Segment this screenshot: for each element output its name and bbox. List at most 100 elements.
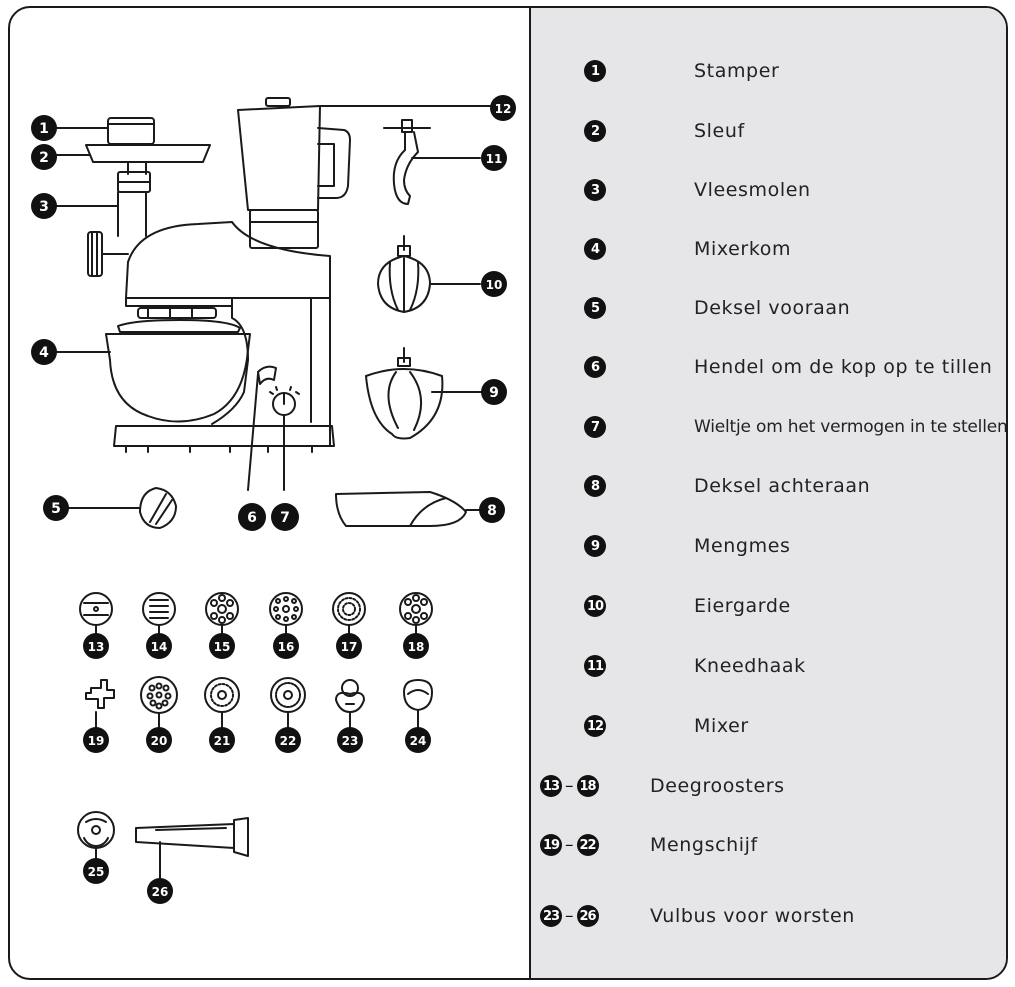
- legend-label: Mixer: [694, 715, 749, 737]
- callout-number: 6: [247, 510, 257, 526]
- legend-label: Deegroosters: [650, 775, 785, 797]
- callout-number: 4: [39, 345, 49, 361]
- callout-number: 3: [39, 199, 49, 215]
- diagram-callouts: 1 2 3 4 5 6 7 8 9 10 11 12 13 14 15 16 1…: [31, 95, 516, 904]
- legend-row-3: 3 Vleesmolen: [530, 173, 811, 207]
- callout-badge: 6: [238, 503, 266, 531]
- legend-row-14: 19 – 22 Mengschijf: [530, 828, 758, 862]
- callout-badge: 12: [490, 95, 516, 121]
- legend-number-start: 19: [540, 834, 562, 856]
- legend-label: Mengmes: [694, 535, 791, 557]
- legend-row-6: 6 Hendel om de kop op te tillen: [530, 350, 992, 384]
- front-cover-drawing: [139, 487, 177, 529]
- callout-badge: 10: [481, 271, 507, 297]
- legend-number: 7: [584, 416, 606, 438]
- legend-number-start: 13: [540, 775, 562, 797]
- callout-badge: 3: [31, 193, 57, 219]
- callout-badge: 14: [146, 633, 172, 659]
- callout-badge: 13: [83, 633, 109, 659]
- callout-badge: 19: [83, 727, 109, 753]
- legend-number: 2: [584, 120, 606, 142]
- callout-number: 20: [151, 734, 168, 748]
- callout-number: 2: [39, 150, 49, 166]
- rear-cover-drawing: [335, 491, 467, 527]
- legend-number-end: 18: [576, 775, 599, 797]
- legend-label: Stamper: [694, 60, 780, 82]
- legend-label: Mixerkom: [694, 238, 792, 260]
- legend-number: 1: [584, 60, 606, 82]
- legend-number-end: 22: [576, 834, 599, 856]
- legend-label: Eiergarde: [694, 595, 791, 617]
- callout-badge: 4: [31, 339, 57, 365]
- legend-row-2: 2 Sleuf: [530, 114, 745, 148]
- legend-label: Vulbus voor worsten: [650, 905, 855, 927]
- callout-badge: 2: [31, 144, 57, 170]
- legend-row-10: 10 Eiergarde: [530, 589, 791, 623]
- callout-number: 16: [278, 640, 295, 654]
- callout-badge: 21: [209, 727, 235, 753]
- legend-number: 3: [584, 179, 606, 201]
- callout-number: 14: [151, 640, 168, 654]
- legend-number: 5: [584, 297, 606, 319]
- callout-badge: 8: [479, 497, 505, 523]
- callout-number: 23: [342, 734, 359, 748]
- legend-row-12: 12 Mixer: [530, 709, 749, 743]
- legend-label: Sleuf: [694, 120, 745, 142]
- sausage-parts-row: [77, 811, 249, 879]
- callout-number: 12: [495, 102, 512, 116]
- legend-number: 6: [584, 356, 606, 378]
- callout-number: 18: [408, 640, 425, 654]
- legend-row-15: 23 – 26 Vulbus voor worsten: [530, 899, 855, 933]
- legend-dash: –: [565, 835, 574, 855]
- legend-row-4: 4 Mixerkom: [530, 232, 791, 266]
- flat-beater-drawing: [365, 347, 444, 440]
- callout-number: 24: [410, 734, 427, 748]
- callout-number: 22: [280, 734, 297, 748]
- callout-badge: 24: [405, 727, 431, 753]
- legend-number: 11: [584, 655, 606, 677]
- callout-number: 21: [214, 734, 231, 748]
- callout-badge: 20: [146, 727, 172, 753]
- callout-badge: 7: [271, 503, 299, 531]
- callout-badge: 16: [273, 633, 299, 659]
- legend-row-8: 8 Deksel achteraan: [530, 469, 870, 503]
- callout-number: 9: [489, 385, 499, 401]
- legend-row-9: 9 Mengmes: [530, 529, 790, 563]
- callout-badge: 15: [209, 633, 235, 659]
- legend-panel: [529, 8, 1006, 978]
- legend-label: Deksel vooraan: [694, 297, 851, 319]
- callout-badge: 1: [31, 115, 57, 141]
- legend-label: Kneedhaak: [694, 655, 806, 677]
- legend-dash: –: [565, 906, 574, 926]
- callout-badge: 18: [403, 633, 429, 659]
- legend-row-5: 5 Deksel vooraan: [530, 291, 850, 325]
- leader-lines: [54, 105, 493, 511]
- blender-jug-drawing: [237, 97, 351, 249]
- callout-number: 7: [280, 510, 290, 526]
- legend-number-start: 23: [540, 905, 562, 927]
- mixing-discs-row: [85, 676, 433, 728]
- legend-label: Deksel achteraan: [694, 475, 871, 497]
- callout-badge: 9: [481, 379, 507, 405]
- callout-badge: 25: [83, 858, 109, 884]
- legend-label: Wieltje om het vermogen in te stellen: [694, 417, 1008, 437]
- callout-badge: 11: [481, 145, 507, 171]
- legend-number: 4: [584, 238, 606, 260]
- callout-number: 13: [88, 640, 105, 654]
- legend-row-11: 11 Kneedhaak: [530, 649, 806, 683]
- callout-number: 10: [486, 278, 503, 292]
- grinder-plates-row: [79, 592, 433, 635]
- callout-badge: 17: [336, 633, 362, 659]
- legend-dash: –: [565, 776, 574, 796]
- mixer-body-drawing: [105, 221, 335, 453]
- callout-number: 17: [341, 640, 358, 654]
- legend-number: 10: [584, 595, 606, 617]
- callout-number: 11: [486, 152, 503, 166]
- callout-badge: 26: [147, 878, 173, 904]
- callout-number: 19: [88, 734, 105, 748]
- legend-row-7: 7 Wieltje om het vermogen in te stellen: [530, 410, 1008, 444]
- legend-label: Hendel om de kop op te tillen: [694, 356, 993, 378]
- callout-number: 5: [51, 501, 61, 517]
- callout-number: 8: [487, 503, 497, 519]
